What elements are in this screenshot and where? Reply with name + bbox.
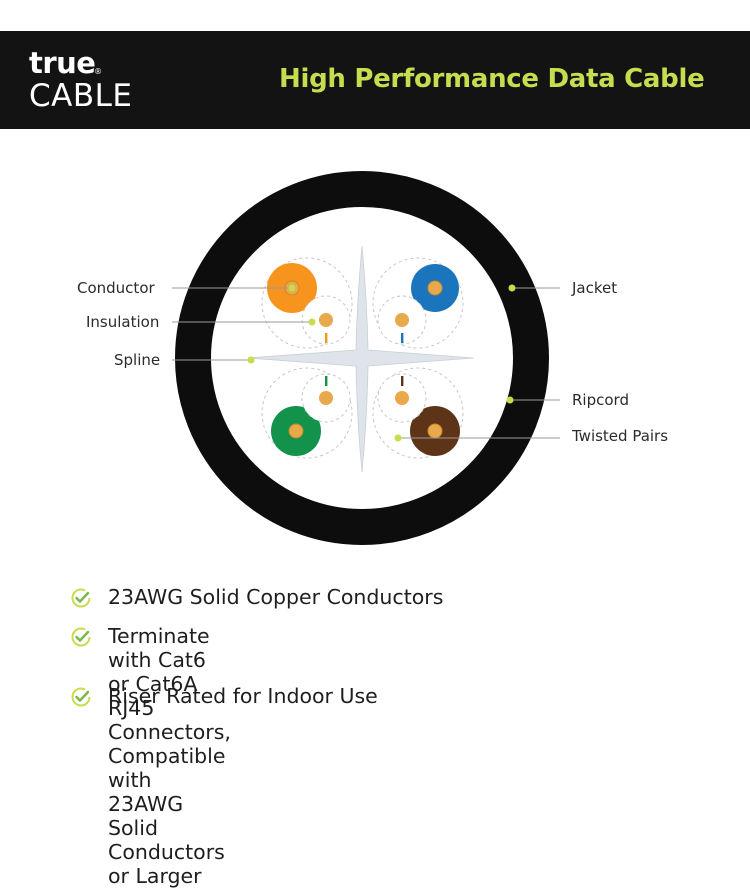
marker-conductor xyxy=(288,284,296,292)
twisted-pair-green xyxy=(271,373,351,456)
twisted-pair-orange xyxy=(267,263,351,345)
logo-cable-text: CABLE xyxy=(29,78,133,114)
label-jacket: Jacket xyxy=(572,279,618,297)
check-icon xyxy=(71,588,91,608)
marker-jacket xyxy=(508,284,516,292)
label-insulation: Insulation xyxy=(86,313,160,331)
label-conductor: Conductor xyxy=(77,279,155,297)
check-icon xyxy=(71,687,91,707)
label-spline: Spline xyxy=(114,351,161,369)
pair-boundary-orange xyxy=(261,257,353,349)
feature-text: Terminate with Cat6 or Cat6A RJ45 Connec… xyxy=(108,624,231,888)
header-banner xyxy=(0,31,750,129)
check-icon xyxy=(71,627,91,647)
logo-registered-mark: ® xyxy=(94,67,102,76)
cable-spline xyxy=(247,245,475,473)
twisted-pair-blue xyxy=(377,264,459,345)
logo-true-text: true xyxy=(29,46,96,80)
feature-text: 23AWG Solid Copper Conductors xyxy=(108,585,444,609)
pair-boundary-brown xyxy=(372,367,464,459)
marker-insulation xyxy=(308,318,316,326)
marker-ripcord xyxy=(506,396,514,404)
pair-boundary-green xyxy=(261,367,353,459)
twisted-pair-brown xyxy=(377,373,460,456)
feature-text: Riser Rated for Indoor Use xyxy=(108,684,378,708)
label-ripcord: Ripcord xyxy=(572,391,629,409)
cable-cross-section-diagram xyxy=(172,171,560,545)
marker-twisted-pairs xyxy=(394,434,402,442)
label-twisted-pairs: Twisted Pairs xyxy=(572,427,669,445)
cable-jacket xyxy=(175,171,549,545)
marker-spline xyxy=(247,356,255,364)
page-title: High Performance Data Cable xyxy=(279,64,705,94)
pair-boundary-blue xyxy=(372,257,464,349)
